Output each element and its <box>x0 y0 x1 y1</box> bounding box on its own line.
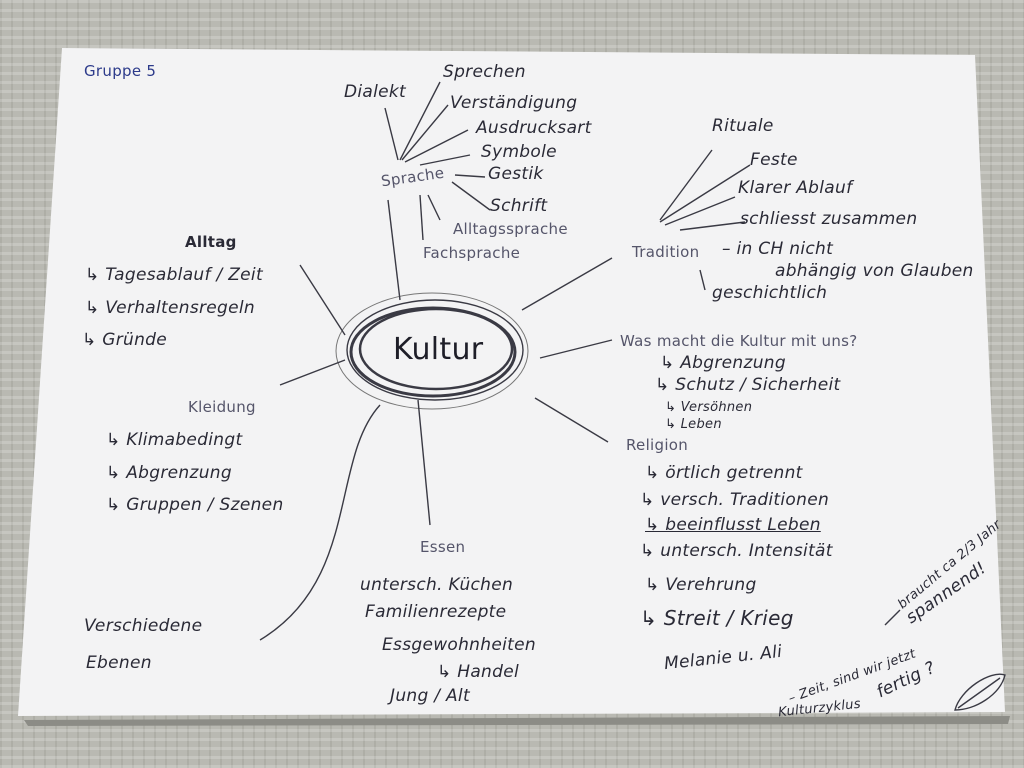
tradition-item: Feste <box>750 150 798 170</box>
alltag-item: ↳ Tagesablauf / Zeit <box>85 265 263 285</box>
alltag-item: ↳ Gründe <box>82 330 168 350</box>
religion-item: ↳ beeinflusst Leben <box>645 515 821 535</box>
essen-item: Familienrezepte <box>365 602 507 622</box>
wirkung-item: ↳ Leben <box>665 417 722 432</box>
sprache-dialekt: Dialekt <box>344 82 407 102</box>
essen-item: untersch. Küchen <box>360 575 514 595</box>
paper-sheet <box>18 48 1005 716</box>
sprache-item: Gestik <box>488 164 544 184</box>
node-kleidung: Kleidung <box>188 398 256 416</box>
essen-item: Essgewohnheiten <box>382 635 536 655</box>
node-wirkung: Was macht die Kultur mit uns? <box>620 332 858 350</box>
ebenen-line: Verschiedene <box>84 616 203 636</box>
sprache-item: Sprechen <box>443 62 526 82</box>
sprache-item: Verständigung <box>450 93 578 113</box>
wirkung-item: ↳ Abgrenzung <box>660 353 786 373</box>
kleidung-item: ↳ Gruppen / Szenen <box>106 495 284 515</box>
sprache-item: Fachsprache <box>423 244 521 262</box>
religion-item: ↳ untersch. Intensität <box>640 541 833 561</box>
sprache-item: Schrift <box>490 196 548 216</box>
tradition-geschichtlich: geschichtlich <box>712 283 828 303</box>
paper-shadow <box>24 716 1010 726</box>
node-tradition: Tradition <box>632 243 700 261</box>
group-title: Gruppe 5 <box>84 62 157 80</box>
sprache-item: Alltagssprache <box>453 220 568 238</box>
kleidung-item: ↳ Klimabedingt <box>106 430 243 450</box>
tradition-rituale: Rituale <box>712 116 774 136</box>
sprache-item: Ausdrucksart <box>476 118 592 138</box>
ebenen-line: Ebenen <box>86 653 152 673</box>
center-scribble <box>346 299 524 401</box>
essen-item: Jung / Alt <box>390 686 470 706</box>
alltag-item: ↳ Verhaltensregeln <box>85 298 255 318</box>
religion-item: ↳ versch. Traditionen <box>640 490 830 510</box>
religion-item: ↳ örtlich getrennt <box>645 463 803 483</box>
wirkung-item: ↳ Versöhnen <box>665 400 753 415</box>
sprache-item: Symbole <box>481 142 557 162</box>
mindmap-branches <box>259 81 1006 711</box>
wirkung-item: ↳ Schutz / Sicherheit <box>655 375 841 395</box>
node-essen: Essen <box>420 538 466 556</box>
essen-item: ↳ Handel <box>437 662 519 682</box>
tradition-note: – in CH nicht <box>722 239 834 259</box>
religion-item: ↳ Verehrung <box>645 575 757 595</box>
tradition-item: Klarer Ablauf <box>738 178 853 198</box>
node-religion: Religion <box>626 436 689 454</box>
center-node: Kultur <box>393 332 484 367</box>
node-alltag: Alltag <box>185 233 237 251</box>
kleidung-item: ↳ Abgrenzung <box>106 463 232 483</box>
tradition-item: schliesst zusammen <box>740 209 918 229</box>
religion-item: ↳ Streit / Krieg <box>640 606 794 630</box>
tradition-note: abhängig von Glauben <box>775 261 974 281</box>
